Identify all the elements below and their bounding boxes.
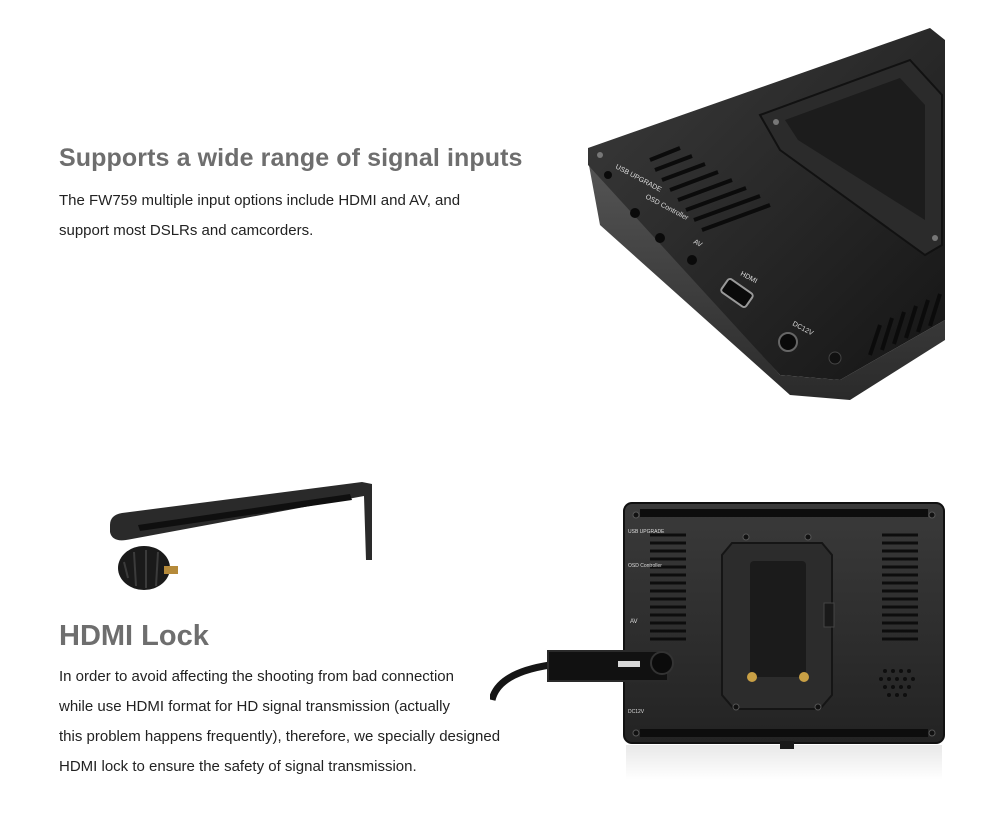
monitor-rear-angled-image: USB UPGRADE OSD Controller AV HDMI DC12V (580, 20, 960, 410)
hdmi-lock-line-1: In order to avoid affecting the shooting… (59, 668, 454, 685)
hdmi-lock-line-2: while use HDMI format for HD signal tran… (59, 698, 450, 715)
signal-inputs-line-1: The FW759 multiple input options include… (59, 192, 461, 209)
signal-inputs-heading: Supports a wide range of signal inputs (59, 144, 523, 172)
usb-label: USB UPGRADE (628, 529, 665, 535)
av-label: AV (630, 619, 638, 625)
dc-label: DC12V (628, 709, 645, 715)
osd-label: OSD Controller (628, 563, 662, 569)
monitor-rear-hdmi-lock-image: USB UPGRADE OSD Controller AV DC12V (488, 495, 960, 785)
hdmi-lock-line-4: HDMI lock to ensure the safety of signal… (59, 758, 417, 775)
hdmi-lock-heading: HDMI Lock (59, 620, 209, 652)
hdmi-lock-line-3: this problem happens frequently), theref… (59, 728, 501, 745)
av-port-label: AV (692, 239, 703, 249)
hdmi-lock-bracket-image (100, 470, 390, 600)
hdmi-lock-description: In order to avoid affecting the shooting… (59, 662, 559, 782)
signal-inputs-line-2: support most DSLRs and camcorders. (59, 222, 314, 239)
signal-inputs-description: The FW759 multiple input options include… (59, 186, 529, 246)
